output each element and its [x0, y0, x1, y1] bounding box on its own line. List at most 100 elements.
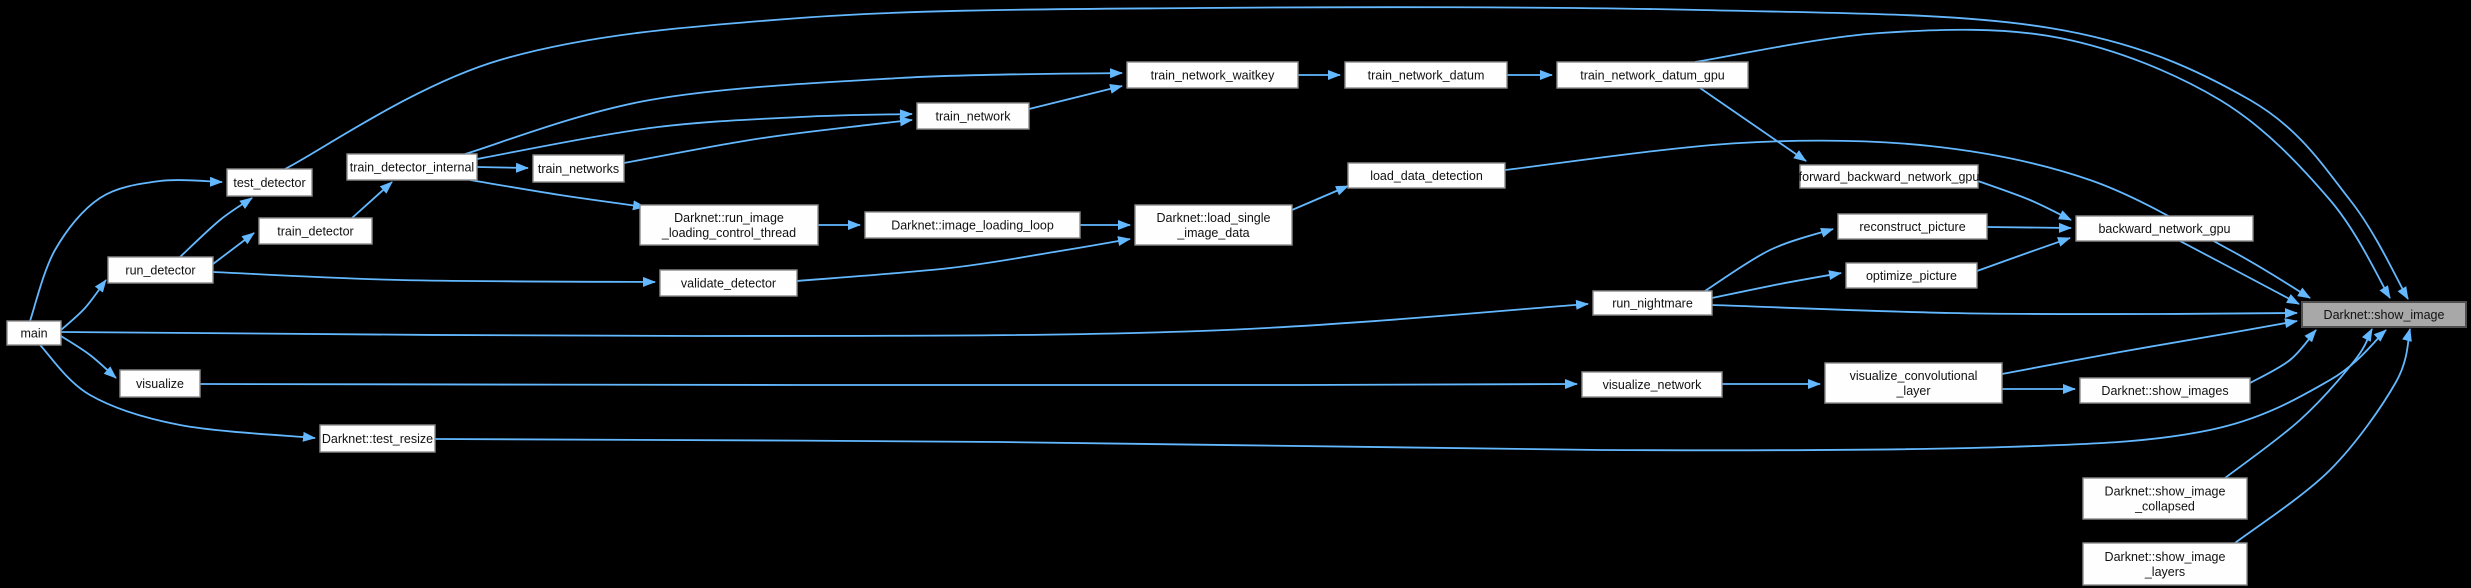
node-forward_backward_network_gpu[interactable]: forward_backward_network_gpu	[1799, 164, 1980, 189]
node-show_image_layers[interactable]: Darknet::show_image_layers	[2082, 542, 2248, 586]
edge-run_detector-to-train_detector	[212, 232, 255, 265]
node-test_resize[interactable]: Darknet::test_resize	[319, 424, 436, 453]
node-box-train_network	[916, 102, 1030, 130]
node-box-train_network_waitkey	[1126, 61, 1299, 89]
edges-layer	[29, 6, 2412, 544]
node-load_single_image_data[interactable]: Darknet::load_single_image_data	[1134, 204, 1293, 246]
node-box-visualize_convolutional_layer	[1824, 362, 2003, 404]
node-optimize_picture[interactable]: optimize_picture	[1845, 262, 1978, 289]
node-label-run_detector: run_detector	[125, 264, 195, 278]
edge-train_network_datum_gpu-to-show_image	[1694, 28, 2391, 299]
node-run_detector[interactable]: run_detector	[107, 256, 214, 284]
node-show_images[interactable]: Darknet::show_images	[2079, 377, 2251, 404]
edge-main-to-test_detector	[29, 176, 223, 322]
node-label-visualize_convolutional_layer-line2: _layer	[1895, 384, 1930, 398]
edge-test_detector-to-show_image	[284, 6, 2409, 300]
node-run_image_loading_control_thread[interactable]: Darknet::run_image_loading_control_threa…	[639, 204, 819, 246]
node-box-train_detector_internal	[346, 153, 478, 181]
node-label-show_image_layers-line1: Darknet::show_image	[2105, 550, 2226, 564]
node-box-train_detector	[258, 217, 373, 245]
edge-validate_detector-to-load_single_image_data	[796, 236, 1131, 282]
edge-train_network_datum_gpu-to-forward_backward_network_gpu	[1699, 87, 1807, 162]
edge-main-to-test_resize	[39, 344, 316, 442]
node-train_detector[interactable]: train_detector	[258, 217, 373, 245]
node-label-visualize: visualize	[136, 377, 184, 391]
node-validate_detector[interactable]: validate_detector	[659, 269, 798, 297]
node-train_network_datum_gpu[interactable]: train_network_datum_gpu	[1556, 61, 1749, 89]
edge-main-to-run_detector	[60, 279, 107, 331]
node-label-show_image: Darknet::show_image	[2324, 308, 2445, 322]
node-reconstruct_picture[interactable]: reconstruct_picture	[1837, 213, 1988, 240]
node-train_detector_internal[interactable]: train_detector_internal	[346, 153, 478, 181]
node-label-main: main	[20, 327, 47, 341]
node-visualize[interactable]: visualize	[119, 369, 201, 398]
node-label-train_detector: train_detector	[277, 225, 353, 239]
node-box-show_image_layers	[2082, 542, 2248, 586]
edge-train_network-to-train_network_waitkey	[1028, 84, 1123, 110]
node-label-train_network_datum: train_network_datum	[1368, 69, 1485, 83]
edge-run_nightmare-to-optimize_picture	[1711, 270, 1842, 299]
node-label-show_image_layers-line2: _layers	[2144, 565, 2185, 579]
node-label-load_single_image_data-line2: _image_data	[1176, 226, 1249, 240]
node-train_network_datum[interactable]: train_network_datum	[1344, 61, 1508, 89]
node-box-train_network_datum	[1344, 61, 1508, 89]
node-visualize_convolutional_layer[interactable]: visualize_convolutional_layer	[1824, 362, 2003, 404]
edge-forward_backward_network_gpu-to-backward_network_gpu	[1977, 180, 2072, 221]
edge-show_image_layers-to-show_image	[2234, 328, 2412, 544]
node-box-run_detector	[107, 256, 214, 284]
node-run_nightmare[interactable]: run_nightmare	[1592, 290, 1713, 316]
node-label-validate_detector: validate_detector	[681, 277, 776, 291]
node-image_loading_loop[interactable]: Darknet::image_loading_loop	[864, 211, 1081, 239]
node-label-show_images: Darknet::show_images	[2101, 384, 2228, 398]
node-label-optimize_picture: optimize_picture	[1866, 269, 1957, 283]
node-main[interactable]: main	[6, 320, 62, 346]
edge-reconstruct_picture-to-backward_network_gpu	[1986, 222, 2072, 233]
node-label-run_image_loading_control_thread-line2: _loading_control_thread	[661, 226, 796, 240]
node-show_image: Darknet::show_image	[2301, 301, 2467, 328]
node-box-run_image_loading_control_thread	[639, 204, 819, 246]
edge-test_resize-to-show_image	[434, 329, 2387, 452]
node-label-train_networks: train_networks	[538, 162, 619, 176]
node-label-visualize_network: visualize_network	[1603, 378, 1702, 392]
edge-run_nightmare-to-show_image	[1711, 304, 2298, 319]
node-train_network[interactable]: train_network	[916, 102, 1030, 130]
edge-visualize-to-visualize_network	[199, 379, 1578, 390]
node-box-visualize_network	[1581, 371, 1723, 398]
node-box-optimize_picture	[1845, 262, 1978, 289]
node-box-load_data_detection	[1347, 162, 1506, 189]
edge-load_single_image_data-to-load_data_detection	[1291, 185, 1349, 211]
node-label-test_detector: test_detector	[233, 176, 305, 190]
edge-visualize_convolutional_layer-to-show_image	[2001, 318, 2298, 375]
node-train_network_waitkey[interactable]: train_network_waitkey	[1126, 61, 1299, 89]
node-label-run_nightmare: run_nightmare	[1612, 297, 1693, 311]
node-label-load_data_detection: load_data_detection	[1370, 169, 1483, 183]
node-box-reconstruct_picture	[1837, 213, 1988, 240]
node-box-main	[6, 320, 62, 346]
node-box-test_resize	[319, 424, 436, 453]
node-load_data_detection[interactable]: load_data_detection	[1347, 162, 1506, 189]
node-box-train_network_datum_gpu	[1556, 61, 1749, 89]
edge-show_images-to-show_image	[2249, 329, 2317, 384]
edge-train_detector_internal-to-train_network_waitkey	[464, 68, 1123, 155]
node-test_detector[interactable]: test_detector	[226, 168, 313, 197]
node-label-visualize_convolutional_layer-line1: visualize_convolutional	[1850, 369, 1978, 383]
node-train_networks[interactable]: train_networks	[532, 154, 625, 183]
edge-run_nightmare-to-reconstruct_picture	[1704, 228, 1834, 292]
edge-load_data_detection-to-show_image	[1504, 139, 2311, 299]
edge-train_detector_internal-to-run_image_loading_control_thread	[469, 179, 646, 211]
node-box-forward_backward_network_gpu	[1799, 164, 1979, 189]
node-box-show_image	[2301, 301, 2467, 328]
node-show_image_collapsed[interactable]: Darknet::show_image_collapsed	[2082, 477, 2248, 520]
node-label-image_loading_loop: Darknet::image_loading_loop	[891, 219, 1054, 233]
node-visualize_network[interactable]: visualize_network	[1581, 371, 1723, 398]
node-box-show_images	[2079, 377, 2251, 404]
edge-run_detector-to-test_detector	[179, 197, 253, 258]
node-label-train_network_waitkey: train_network_waitkey	[1151, 69, 1275, 83]
node-label-show_image_collapsed-line1: Darknet::show_image	[2105, 485, 2226, 499]
node-box-train_networks	[532, 154, 625, 183]
nodes-layer: main test_detector train_detector run_detec…	[6, 61, 2467, 586]
node-backward_network_gpu[interactable]: backward_network_gpu	[2075, 215, 2254, 242]
node-label-load_single_image_data-line1: Darknet::load_single	[1157, 211, 1271, 225]
